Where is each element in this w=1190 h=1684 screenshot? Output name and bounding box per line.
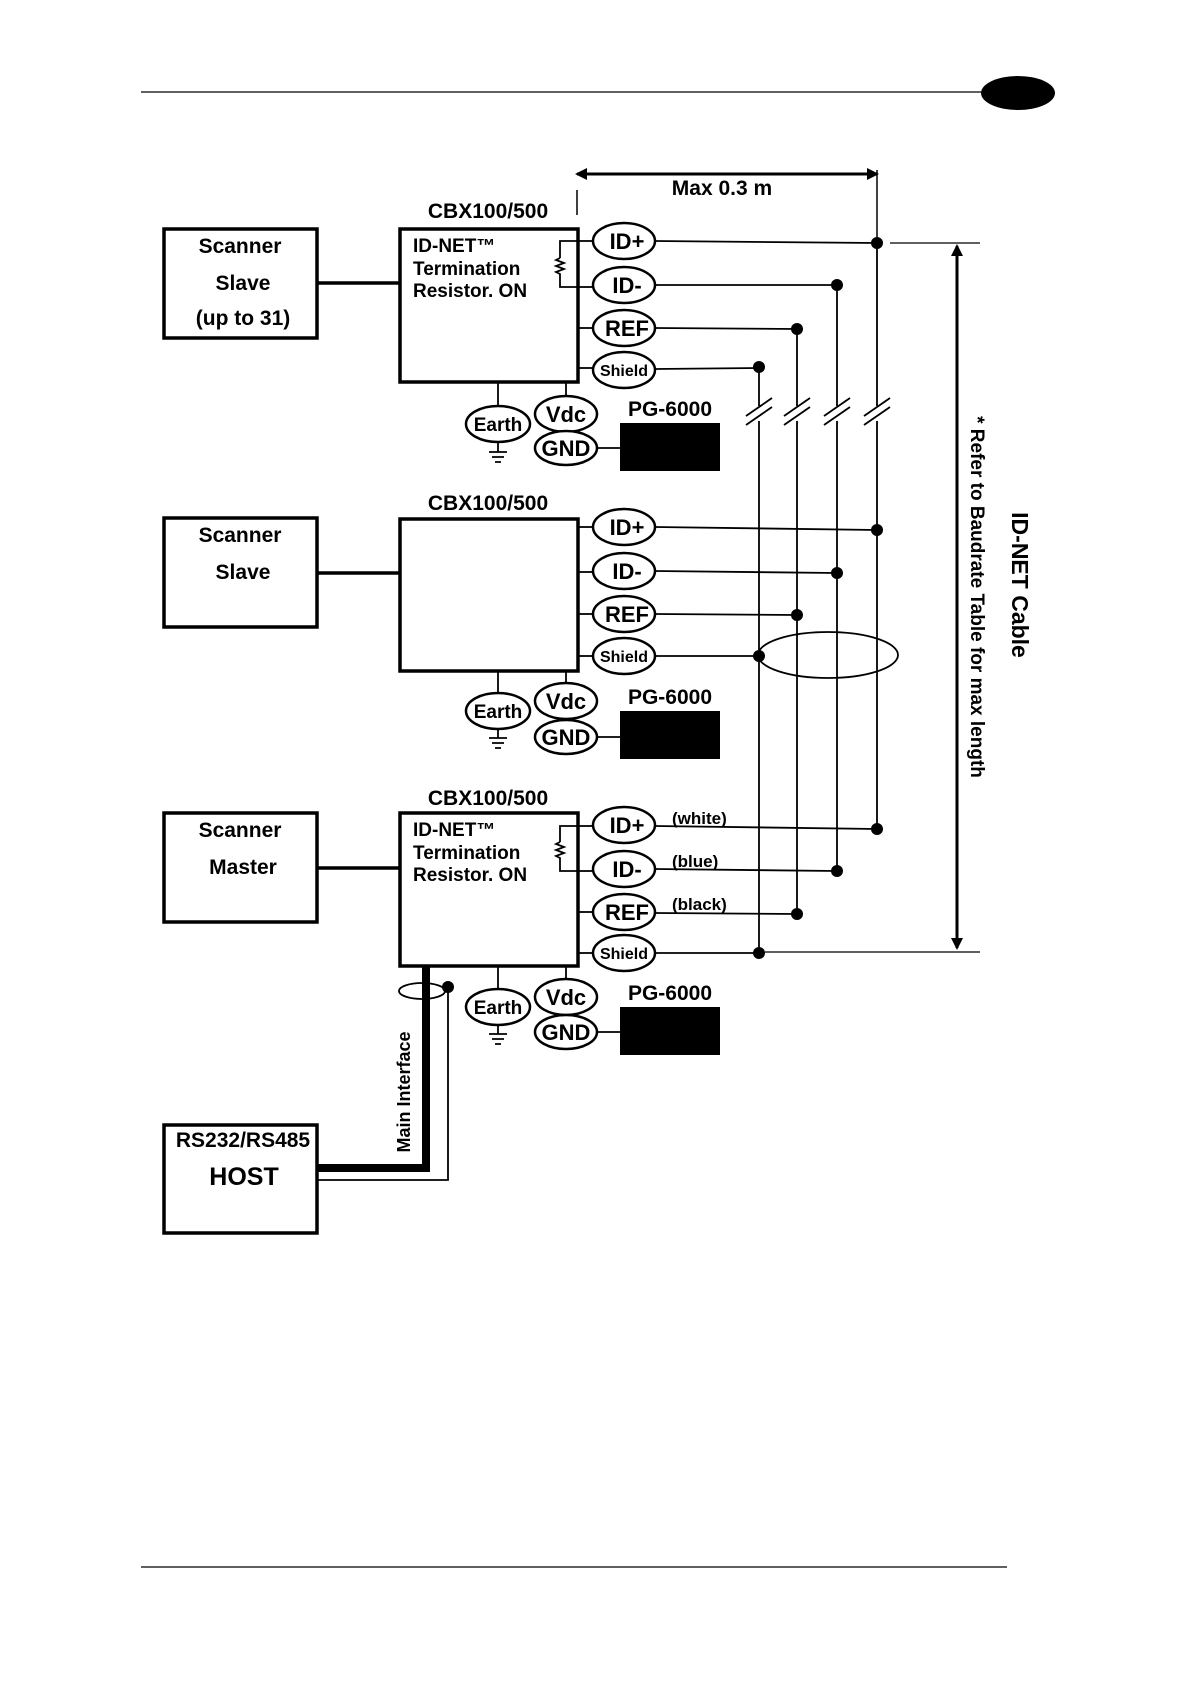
cbx-label: CBX100/500 [428, 492, 548, 515]
svg-text:Vdc: Vdc [546, 402, 586, 427]
termination-line2: Termination [413, 843, 520, 864]
host-label-line2: HOST [209, 1163, 278, 1191]
power-supply-box [620, 711, 720, 759]
svg-text:GND: GND [542, 725, 591, 750]
node-slave: Scanner Slave CBX100/500 ID+ ID- REF Shi… [162, 492, 883, 759]
host-box [162, 1123, 319, 1235]
termination-line1: ID-NET™ [413, 236, 495, 257]
termination-line2: Termination [413, 259, 520, 280]
wire-color-black: (black) [672, 895, 727, 914]
svg-text:Shield: Shield [600, 649, 648, 666]
svg-text:Earth: Earth [474, 998, 523, 1019]
svg-text:ID-: ID- [612, 273, 641, 298]
cable-label: ID-NET Cable [1007, 512, 1033, 658]
svg-text:ID+: ID+ [610, 515, 645, 540]
resistor-symbol [553, 825, 578, 872]
main-interface-cable [317, 966, 430, 1172]
main-interface-shield-ellipse [398, 982, 446, 1000]
main-interface-shield-wire [317, 987, 449, 1181]
svg-text:REF: REF [605, 316, 649, 341]
svg-text:ID+: ID+ [610, 813, 645, 838]
power-supply-box [620, 423, 720, 471]
power-supply-label: PG-6000 [628, 398, 712, 421]
bus-lines [745, 242, 891, 953]
cbx-box [398, 811, 580, 968]
svg-text:Vdc: Vdc [546, 689, 586, 714]
svg-text:GND: GND [542, 436, 591, 461]
resistor-symbol [553, 240, 578, 288]
svg-text:ID-: ID- [612, 559, 641, 584]
node-slave-terminated: Scanner Slave (up to 31) CBX100/500 ID-N… [162, 200, 883, 471]
scanner-label-line3: (up to 31) [196, 307, 291, 330]
ground-symbol [489, 1025, 507, 1045]
max-length-label: Max 0.3 m [672, 177, 772, 200]
scanner-label-line1: Scanner [199, 819, 282, 842]
power-supply-label: PG-6000 [628, 686, 712, 709]
cbx-label: CBX100/500 [428, 787, 548, 810]
pin-shield [591, 350, 657, 390]
scanner-label-line2: Slave [216, 561, 271, 584]
cable-note: * Refer to Baudrate Table for max length [966, 416, 987, 778]
scanner-label-line2: Master [209, 856, 277, 879]
main-interface-label: Main Interface [394, 1031, 414, 1152]
pin-id-plus [591, 805, 657, 845]
svg-text:Shield: Shield [600, 363, 648, 380]
svg-text:Earth: Earth [474, 415, 523, 436]
cbx-label: CBX100/500 [428, 200, 548, 223]
termination-line3: Resistor. ON [413, 865, 527, 886]
power-supply-box [620, 1007, 720, 1055]
svg-text:Earth: Earth [474, 702, 523, 723]
cbx-box [398, 517, 580, 673]
svg-text:Vdc: Vdc [546, 985, 586, 1010]
svg-text:Shield: Shield [600, 946, 648, 963]
svg-text:ID-: ID- [612, 857, 641, 882]
svg-text:REF: REF [605, 602, 649, 627]
pin-ref [591, 892, 657, 932]
scanner-label-line2: Slave [216, 272, 271, 295]
svg-text:GND: GND [542, 1020, 591, 1045]
power-supply-label: PG-6000 [628, 982, 712, 1005]
scanner-label-line1: Scanner [199, 235, 282, 258]
node-master: Scanner Master CBX100/500 ID-NET™ Termin… [162, 787, 883, 1055]
svg-text:REF: REF [605, 900, 649, 925]
page-tab-marker [981, 76, 1055, 110]
ground-symbol [489, 442, 507, 463]
scanner-box [162, 516, 319, 629]
ground-symbol [489, 729, 507, 749]
termination-line1: ID-NET™ [413, 820, 495, 841]
host-connection: Main Interface RS232/RS485 HOST [162, 966, 454, 1235]
scanner-box [162, 811, 319, 924]
wire-color-white: (white) [672, 809, 727, 828]
scanner-label-line1: Scanner [199, 524, 282, 547]
svg-text:ID+: ID+ [610, 229, 645, 254]
cbx-box [398, 227, 580, 384]
termination-line3: Resistor. ON [413, 281, 527, 302]
host-label-line1: RS232/RS485 [176, 1129, 311, 1152]
wire-color-blue: (blue) [672, 852, 718, 871]
